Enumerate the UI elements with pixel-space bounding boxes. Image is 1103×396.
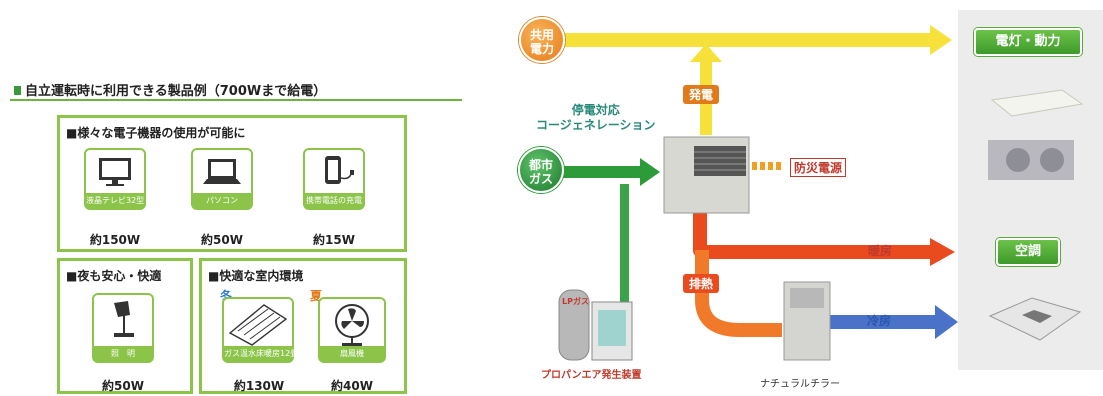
cogeneration-unit-icon [663,136,750,214]
cooling-arrow [830,305,958,339]
ceiling-light-icon [990,89,1084,117]
product-label-mobile: 携帯電話の充電 [305,193,363,208]
propane-air-label: プロパンエア発生装置 [541,370,642,381]
cooling-label: 冷房 [867,314,892,328]
product-card-floor-heating: ガス温水床暖房12畳 [222,297,298,363]
product-label-fan: 扇風機 [320,346,384,361]
lp-gas-tank-icon [558,289,633,361]
product-watt-light: 約50W [102,379,144,393]
ceiling-air-conditioner-icon [988,297,1082,341]
lp-tank-label: LPガス [562,297,589,306]
heating-arrow-body [693,210,930,259]
cooling-feed-arrow [695,250,782,337]
product-watt-tv: 約150W [89,233,141,247]
heading-bullet [14,86,21,95]
emergency-power-label: 防災電源 [790,158,847,177]
product-watt-pc: 約50W [201,233,243,247]
fan-icon [335,304,369,346]
product-label-pc: パソコン [193,193,251,208]
devices-box: ■様々な電子機器の使用が可能に 液晶テレビ32型 約150W パソコン 約50W… [57,115,407,252]
floor-heating-icon [228,304,288,346]
natural-chiller-icon [783,281,831,361]
common-power-source-icon: 共用 電力 [519,17,565,63]
night-box-title: ■夜も安心・快適 [66,269,162,283]
night-box: ■夜も安心・快適 照 明 約50W [57,258,193,394]
desk-lamp-icon [114,301,134,337]
product-card-light: 照 明 [92,293,154,363]
product-watt-fan: 約40W [331,379,373,393]
exhaust-heat-label: 排熱 [683,274,720,293]
emergency-power-line [752,162,781,170]
product-label-floor-heating: ガス温水床暖房12畳 [224,346,298,361]
product-card-tv: 液晶テレビ32型 [84,148,146,210]
comfort-box-title: ■快適な室内環境 [208,269,304,283]
product-card-mobile: 携帯電話の充電 [303,148,365,210]
laptop-icon [203,159,241,184]
common-power-arrow [560,25,952,55]
section-heading-text: 自立運転時に利用できる製品例（700Wまで給電） [25,84,327,99]
product-label-tv: 液晶テレビ32型 [86,193,144,208]
output-lighting-power-button: 電灯・動力 [974,28,1082,56]
natural-chiller-label: ナチュラルチラー [760,379,840,390]
city-gas-label: 都市 ガス [528,158,553,186]
city-gas-arrow [562,158,660,186]
tv-icon [99,158,131,186]
generation-label: 発電 [683,85,720,104]
product-watt-mobile: 約15W [313,233,355,247]
product-watt-floor-heating: 約130W [233,379,285,393]
product-card-pc: パソコン [191,148,253,210]
output-air-conditioning-button: 空調 [996,238,1060,266]
city-gas-source-icon: 都市 ガス [518,147,564,193]
pump-motor-icon [988,140,1074,180]
cogeneration-label: 停電対応 コージェネレーション [536,103,656,132]
product-label-light: 照 明 [94,346,152,361]
section-divider [10,99,462,101]
heating-arrowhead [930,238,955,266]
heating-label: 暖房 [868,244,893,258]
devices-box-title: ■様々な電子機器の使用が可能に [66,126,246,140]
common-power-label: 共用 電力 [529,28,554,56]
mobile-phone-icon [325,156,354,184]
section-heading: 自立運転時に利用できる製品例（700Wまで給電） [14,80,326,99]
comfort-box: ■快適な室内環境 冬 夏 ガス温水床暖房12畳 約130W 扇風機 約40W [199,258,407,394]
propane-air-line [620,184,629,304]
product-card-fan: 扇風機 [318,297,386,363]
